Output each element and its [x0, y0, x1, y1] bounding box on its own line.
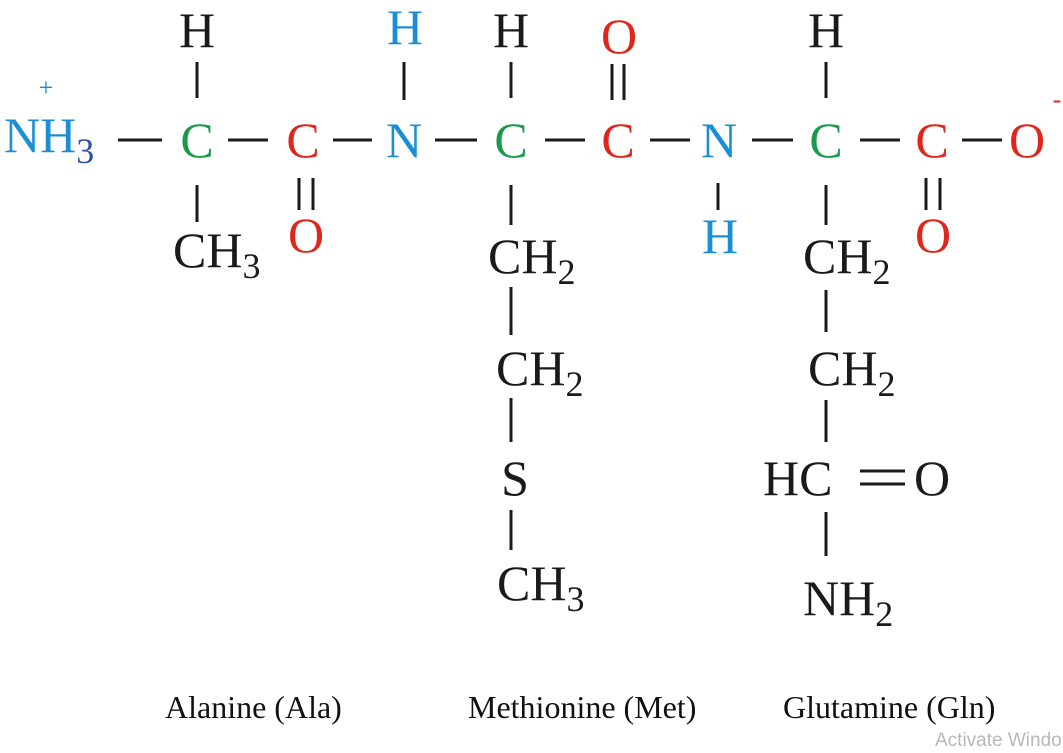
glutamine-ch2-2: CH2 — [808, 340, 896, 404]
terminal-oxygen: O — [1008, 112, 1046, 168]
methionine-alpha-carbon: C — [494, 112, 528, 168]
alanine-carbonyl-oxygen: O — [287, 207, 325, 263]
positive-charge: + — [38, 73, 54, 102]
label-methionine: Methionine (Met) — [468, 689, 697, 725]
glutamine-ch2-1: CH2 — [803, 228, 891, 292]
methionine-carbonyl-carbon: C — [601, 112, 635, 168]
glutamine-alpha-hydrogen: H — [807, 2, 845, 58]
alanine-alpha-hydrogen: H — [178, 2, 216, 58]
glutamine-amide-oxygen: O — [913, 450, 951, 506]
glutamine-alpha-carbon: C — [809, 112, 843, 168]
peptide-nitrogen-2: N — [700, 112, 738, 168]
glutamine-hc: HC — [763, 450, 833, 506]
methionine-ch2-1: CH2 — [488, 228, 576, 292]
glutamine-amine: NH2 — [803, 570, 894, 634]
glutamine-carboxyl-oxygen: O — [914, 207, 952, 263]
methionine-ch2-2: CH2 — [496, 340, 584, 404]
methionine-methyl: CH3 — [497, 555, 585, 619]
label-alanine: Alanine (Ala) — [165, 689, 342, 725]
methionine-sulfur: S — [501, 450, 529, 506]
methionine-carbonyl-oxygen: O — [600, 8, 638, 64]
alanine-methyl: CH3 — [173, 222, 261, 286]
glutamine-carboxyl-carbon: C — [915, 112, 949, 168]
ammonium-group: NH3 — [4, 107, 95, 171]
peptide-nitrogen-1: N — [385, 112, 423, 168]
label-glutamine: Glutamine (Gln) — [783, 689, 996, 725]
negative-charge: - — [1052, 85, 1062, 114]
amide-hydrogen-2: H — [701, 208, 739, 264]
alanine-alpha-carbon: C — [180, 112, 214, 168]
vertical-bonds — [195, 62, 942, 556]
methionine-alpha-hydrogen: H — [492, 2, 530, 58]
activation-watermark: Activate Windo — [935, 730, 1062, 751]
amide-hydrogen-1: H — [386, 0, 424, 55]
alanine-carbonyl-carbon: C — [286, 112, 320, 168]
